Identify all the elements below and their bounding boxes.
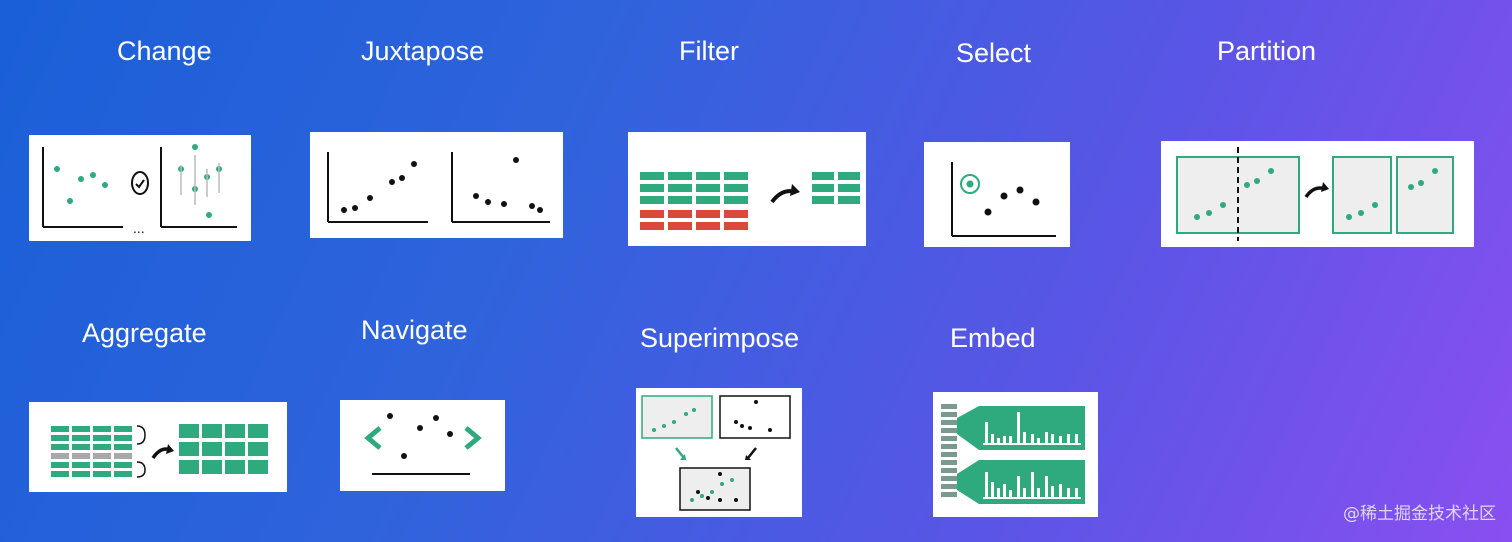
select-illustration <box>924 142 1070 247</box>
partition-label: Partition <box>1217 36 1317 66</box>
partition-illustration <box>1161 141 1474 247</box>
juxtapose-illustration <box>310 132 563 238</box>
aggregate-illustration <box>29 402 287 492</box>
superimpose-illustration <box>636 388 802 517</box>
navigate-label: Navigate <box>361 315 468 345</box>
filter-label: Filter <box>679 36 739 66</box>
svg-text:...: ... <box>133 220 145 236</box>
navigate-illustration <box>340 400 505 491</box>
change-label: Change <box>117 36 212 66</box>
superimpose-label: Superimpose <box>640 323 800 353</box>
select-label: Select <box>956 38 1032 68</box>
aggregate-label: Aggregate <box>82 318 207 348</box>
embed-illustration <box>933 392 1098 517</box>
embed-label: Embed <box>950 323 1036 353</box>
juxtapose-label: Juxtapose <box>361 36 485 66</box>
watermark: @稀土掘金技术社区 <box>1343 504 1496 524</box>
filter-illustration <box>628 132 866 246</box>
change-illustration: ... <box>29 135 251 241</box>
